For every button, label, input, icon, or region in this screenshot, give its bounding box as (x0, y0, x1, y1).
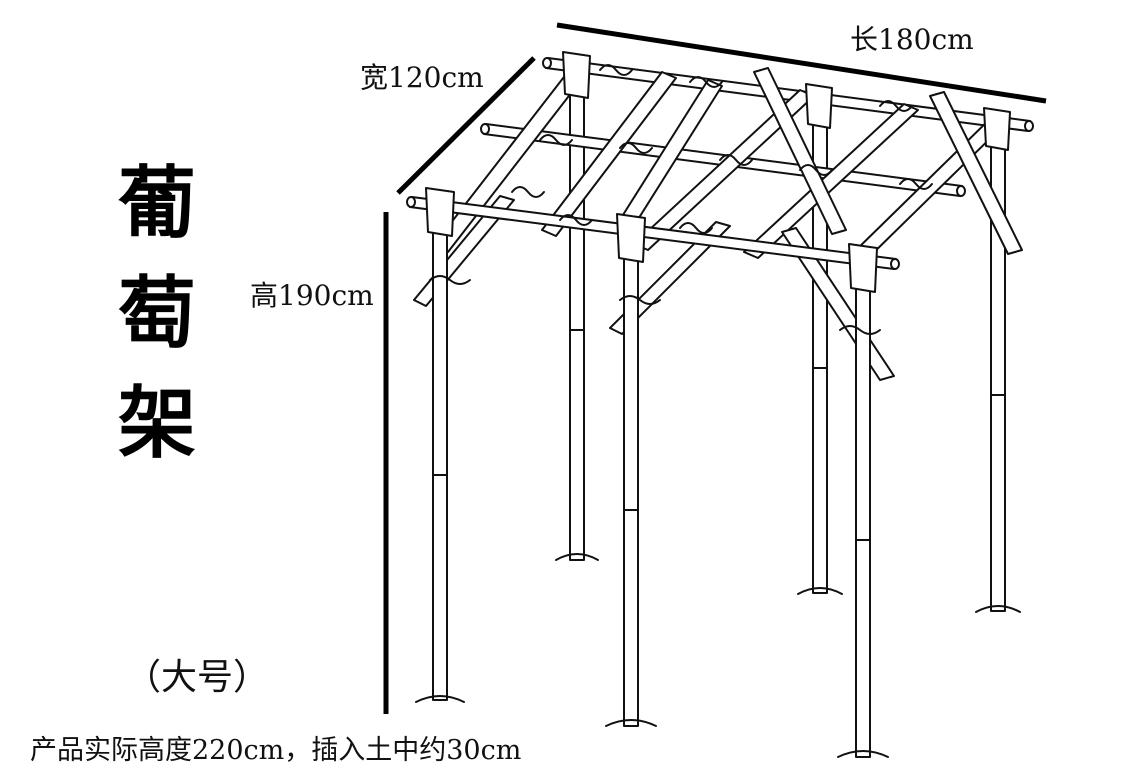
length-dimension-line (556, 22, 1047, 104)
height-label: 高190cm (250, 279, 374, 312)
length-label: 长180cm (850, 23, 974, 56)
front-right-post (837, 243, 889, 758)
front-middle-post (605, 213, 657, 727)
front-left-post (415, 187, 465, 703)
dimension-lines (383, 22, 1047, 714)
rail-end-caps (406, 57, 1034, 270)
title-char-2: 萄 (118, 269, 197, 359)
width-dimension-line (396, 56, 536, 195)
title-char-3: 架 (118, 379, 197, 469)
wire-clips (429, 64, 933, 335)
width-label: 宽120cm (360, 61, 484, 94)
trellis-frame (406, 51, 1034, 758)
size-tag: （大号） (125, 657, 270, 698)
title-char-1: 葡 (118, 159, 197, 249)
back-connectors (562, 51, 1011, 151)
installation-note: 产品实际高度220cm，插入土中约30cm (30, 735, 522, 766)
